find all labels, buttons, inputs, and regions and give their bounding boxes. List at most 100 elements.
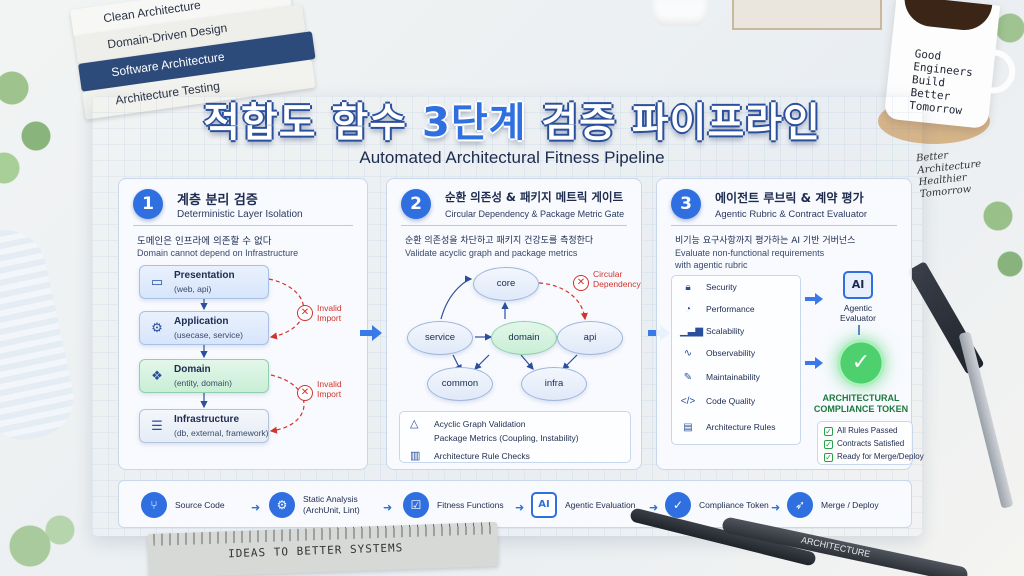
result-text: All Rules Passed xyxy=(837,426,898,435)
panel-title: 순환 의존성 & 패키지 메트릭 게이트 xyxy=(445,190,624,204)
layer-name: Infrastructure xyxy=(174,414,240,425)
checkbox-checked-icon: ✓ xyxy=(824,440,833,449)
list-item: ∿Observability xyxy=(680,348,755,359)
criterion-text: Maintainability xyxy=(706,372,760,382)
circular-dependency-label: Circular Dependency xyxy=(593,269,641,289)
stage-label: Fitness Functions xyxy=(437,499,504,510)
panel-subtitle: Circular Dependency & Package Metric Gat… xyxy=(445,209,625,219)
pipeline-arrow-icon: ➜ xyxy=(649,501,659,514)
result-item: ✓ All Rules Passed xyxy=(824,426,897,436)
evaluator-arrows xyxy=(805,293,860,369)
graph-edge xyxy=(440,275,473,320)
title-part: 적합도 함수 xyxy=(203,100,422,146)
graph-node-core: core xyxy=(473,267,539,301)
circular-edge xyxy=(538,282,588,321)
next-stage-arrow xyxy=(360,325,382,341)
result-text: Ready for Merge/Deploy xyxy=(837,452,924,461)
result-item: ✓Contracts Satisfied xyxy=(824,439,904,449)
compass-tool xyxy=(958,331,1014,509)
graph-node-api: api xyxy=(557,321,623,355)
panel-description: 비기능 요구사항까지 평가하는 AI 기반 거버넌스 xyxy=(675,236,856,246)
graph-edge xyxy=(474,354,490,370)
error-x-icon: ✕ xyxy=(573,275,589,291)
graph-node-domain: domain xyxy=(491,321,557,355)
stage-label: Merge / Deploy xyxy=(821,499,879,510)
error-x-icon: ✕ xyxy=(297,305,313,321)
invalid-import-label: Invalid Import xyxy=(317,303,342,323)
pipeline-bar: ⑂ Source Code ➜ ⚙ Static Analysis (ArchU… xyxy=(118,480,912,528)
invalid-import-arrow xyxy=(269,374,305,434)
shield-check-icon: ✓ xyxy=(837,339,885,387)
panel-description: 도메인은 인프라에 의존할 수 없다 xyxy=(137,236,272,247)
criterion-text: Architecture Rules xyxy=(706,422,776,432)
document-icon: ▤ xyxy=(683,422,693,433)
graph-node-common: common xyxy=(427,367,493,401)
pipeline-arrow-icon: ➜ xyxy=(251,501,261,514)
stage-label: Static Analysis (ArchUnit, Lint) xyxy=(303,494,360,515)
layer-sub: (db, external, framework) xyxy=(174,428,269,438)
rubric-criteria-list: 🔒︎Security ◔Performance ▁▃▆Scalability ∿… xyxy=(671,275,801,445)
title-highlight: 3단계 xyxy=(421,100,527,146)
cubes-icon: ❖ xyxy=(151,369,163,384)
pipeline-stage-compliance-token: ✓ Compliance Token xyxy=(665,481,769,529)
browser-icon: ▭ xyxy=(150,275,164,290)
ai-chip-icon: AI xyxy=(531,492,557,518)
panel-description-en: Domain cannot depend on Infrastructure xyxy=(137,248,299,258)
criterion-text: Security xyxy=(706,282,737,292)
divider xyxy=(133,225,353,226)
graph-edge xyxy=(520,354,534,370)
layer-domain: ❖ Domain (entity, domain) xyxy=(139,359,269,393)
layer-sub: (entity, domain) xyxy=(174,378,232,388)
layer-name: Presentation xyxy=(174,270,235,281)
invalid-import-label: Invalid Import xyxy=(317,379,342,399)
pipeline-stage-merge-deploy: ➶ Merge / Deploy xyxy=(787,481,879,529)
list-item: </>Code Quality xyxy=(680,396,755,407)
criterion-text: Performance xyxy=(706,304,755,314)
blueprint-roll xyxy=(0,222,81,448)
stage-3-panel: 3 에이전트 루브릭 & 계약 평가 Agentic Rubric & Cont… xyxy=(656,178,924,470)
pipeline-arrow-icon: ➜ xyxy=(515,501,525,514)
graph-edge xyxy=(562,354,578,370)
layer-sub: (usecase, service) xyxy=(174,330,243,340)
stage-label: Source Code xyxy=(175,499,225,510)
database-icon: ☰ xyxy=(151,419,163,434)
lock-icon: 🔒︎ xyxy=(685,282,691,293)
step-number-badge: 1 xyxy=(133,189,163,219)
checkbox-checked-icon: ✓ xyxy=(824,427,833,436)
gear-icon: ⚙ xyxy=(269,492,295,518)
criterion-text: Code Quality xyxy=(706,396,756,406)
divider xyxy=(401,225,627,226)
graph-icon: △ xyxy=(410,418,419,430)
arrow-to-evaluator xyxy=(805,293,823,305)
layer-application: ⚙ Application (usecase, service) xyxy=(139,311,269,345)
plant-leaves xyxy=(0,40,60,200)
layer-presentation: ▭ Presentation (web, api) xyxy=(139,265,269,299)
stage-2-panel: 2 순환 의존성 & 패키지 메트릭 게이트 Circular Dependen… xyxy=(386,178,642,470)
user-cog-icon: ⚙ xyxy=(151,321,163,336)
graph-node-infra: infra xyxy=(521,367,587,401)
bar-chart-icon: ▥ xyxy=(410,450,421,462)
arrow-to-token xyxy=(805,357,823,369)
panel-subtitle: Agentic Rubric & Contract Evaluator xyxy=(715,209,868,220)
shield-check-icon: ✓ xyxy=(665,492,691,518)
list-item: △ Acyclic Graph Validation xyxy=(410,417,526,430)
pipeline-stage-source-code: ⑂ Source Code xyxy=(141,481,225,529)
panel-description-en: Validate acyclic graph and package metri… xyxy=(405,248,578,258)
main-title-english: Automated Architectural Fitness Pipeline xyxy=(359,148,665,167)
pipeline-arrow-icon: ➜ xyxy=(771,501,781,514)
check-text: Acyclic Graph Validation xyxy=(434,419,526,429)
layer-arrows xyxy=(200,278,305,434)
stage-label: Agentic Evaluation xyxy=(565,499,636,510)
gate-checks-list: △ Acyclic Graph Validation Package Metric… xyxy=(399,411,631,463)
layer-infrastructure: ☰ Infrastructure (db, external, framewor… xyxy=(139,409,269,443)
list-item: ▁▃▆Scalability xyxy=(680,326,744,337)
title-part: 검증 파이프라인 xyxy=(526,100,821,146)
pipeline-stage-agentic-evaluation: AI Agentic Evaluation xyxy=(531,481,635,529)
checkbox-checked-icon: ✓ xyxy=(824,453,833,462)
wrench-icon: ✎ xyxy=(683,372,693,383)
rocket-icon: ➶ xyxy=(787,492,813,518)
list-item: ▤ Architecture Rules xyxy=(680,422,775,433)
list-item: Package Metrics (Coupling, Instability) xyxy=(410,433,579,443)
layer-sub: (web, api) xyxy=(174,284,212,294)
pipeline-stage-fitness-functions: ☑ Fitness Functions xyxy=(403,481,504,529)
